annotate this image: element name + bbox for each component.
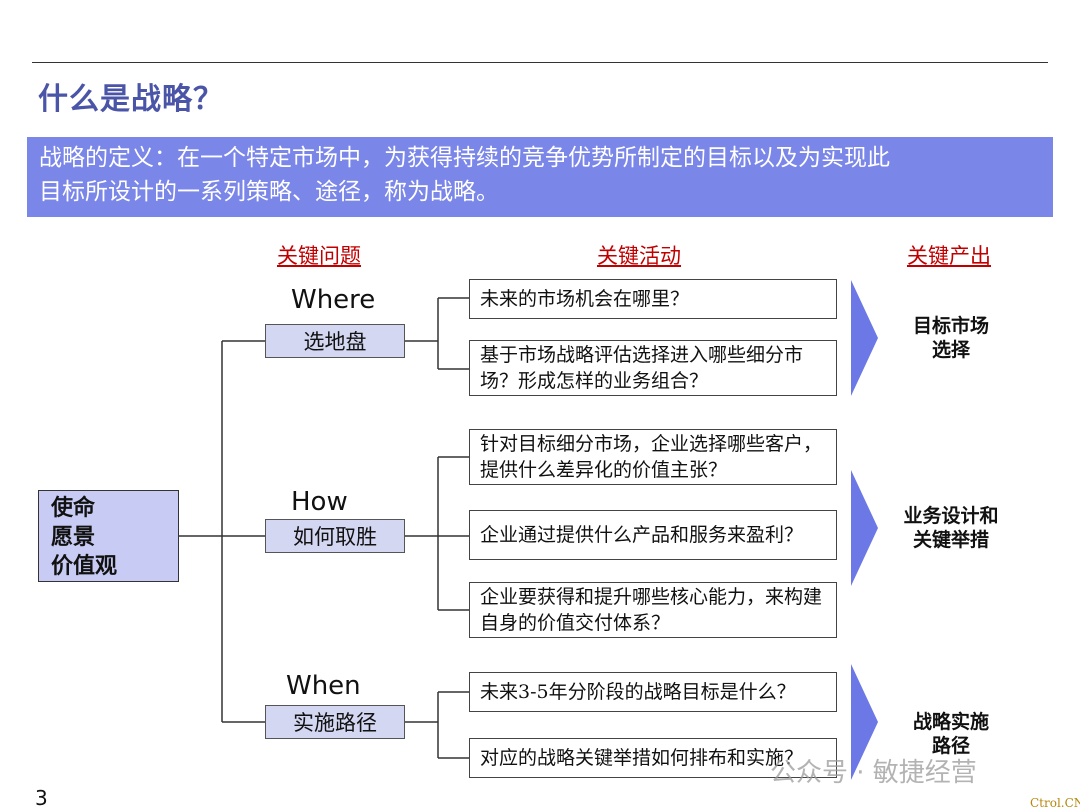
output-how: 业务设计和 关键举措	[896, 498, 1006, 558]
output-label-where: 目标市场 选择	[912, 315, 989, 361]
activity-box-where-1: 未来的市场机会在哪里？	[469, 279, 837, 319]
output-arrow-when	[851, 664, 878, 780]
activity-box-how-1: 针对目标细分市场，企业选择哪些客户，提供什么差异化的价值主张？	[469, 429, 837, 485]
activity-box-how-3: 企业要获得和提升哪些核心能力，来构建自身的价值交付体系？	[469, 582, 837, 638]
column-header-outputs: 关键产出	[907, 244, 991, 268]
column-header-activities: 关键活动	[597, 244, 681, 268]
question-en-where: Where	[291, 285, 376, 315]
question-en-how: How	[291, 487, 348, 517]
output-where: 目标市场 选择	[896, 308, 1006, 368]
site-mark: Ctrol.CN	[1030, 796, 1080, 810]
root-line-mission: 使命	[51, 496, 96, 521]
page-number: 3	[35, 786, 48, 810]
question-box-where: 选地盘	[265, 324, 405, 358]
root-line-vision: 愿景	[51, 525, 96, 550]
output-arrow-where	[851, 280, 878, 396]
definition-line-2: 目标所设计的一系列策略、途径，称为战略。	[39, 179, 499, 205]
root-box: 使命 愿景 价值观	[38, 490, 179, 582]
page-title: 什么是战略？	[38, 82, 224, 117]
output-label-how: 业务设计和 关键举措	[903, 505, 999, 551]
watermark: 公众号 · 敏捷经营	[770, 758, 977, 788]
output-label-when: 战略实施 路径	[912, 711, 989, 757]
activity-box-when-2: 对应的战略关键举措如何排布和实施？	[469, 738, 837, 778]
definition-banner: 战略的定义：在一个特定市场中，为获得持续的竞争优势所制定的目标以及为实现此 目标…	[27, 137, 1053, 217]
question-box-when: 实施路径	[265, 705, 405, 739]
activity-box-when-1: 未来3-5年分阶段的战略目标是什么？	[469, 672, 837, 712]
question-en-when: When	[286, 671, 361, 701]
column-header-questions: 关键问题	[277, 244, 361, 268]
output-when: 战略实施 路径	[896, 704, 1006, 764]
activity-box-where-2: 基于市场战略评估选择进入哪些细分市场？形成怎样的业务组合？	[469, 340, 837, 396]
definition-line-1: 战略的定义：在一个特定市场中，为获得持续的竞争优势所制定的目标以及为实现此	[39, 145, 890, 171]
root-line-values: 价值观	[51, 554, 118, 579]
output-arrow-how	[851, 470, 878, 586]
question-box-how: 如何取胜	[265, 519, 405, 553]
activity-box-how-2: 企业通过提供什么产品和服务来盈利？	[469, 510, 837, 560]
top-rule	[32, 62, 1048, 63]
